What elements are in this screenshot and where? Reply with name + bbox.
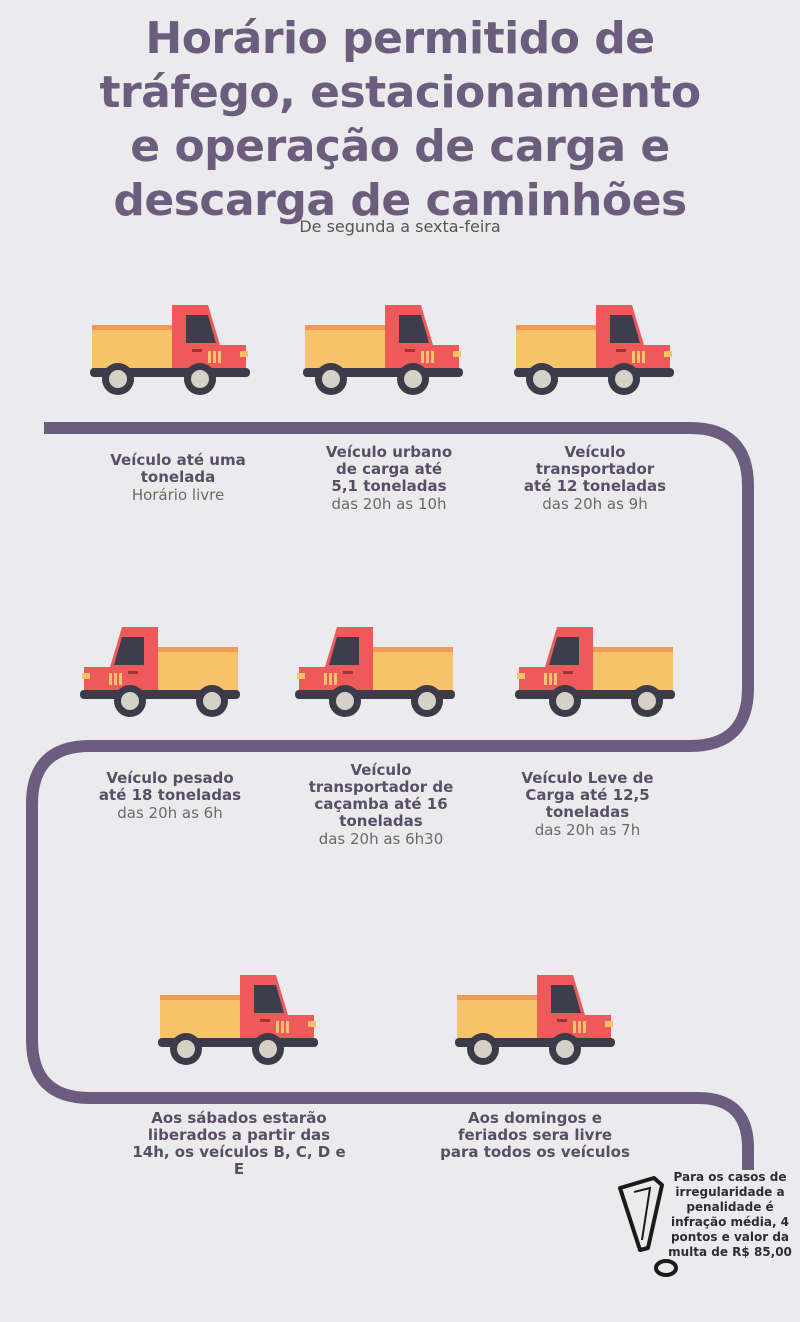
vehicle-time: das 20h as 9h: [542, 495, 648, 513]
page-subtitle: De segunda a sexta-feira: [299, 217, 501, 236]
truck-icon: [90, 305, 250, 397]
truck-icon: [514, 305, 674, 397]
vehicle-name: Veículo até uma tonelada: [110, 451, 246, 486]
truck-icon: [80, 627, 240, 719]
title-line: tráfego, estacionamento: [99, 67, 701, 118]
vehicle-info: Veículo transportador até 12 toneladas d…: [522, 444, 668, 514]
vehicle-time: Horário livre: [131, 486, 225, 504]
vehicle-info: Veículo até uma tonelada Horário livre: [98, 452, 258, 505]
sunday-text: Aos domingos e feriados sera livre para …: [440, 1109, 630, 1161]
vehicle-name: Veículo transportador de caçamba até 16 …: [308, 761, 454, 830]
vehicle-name: Veículo pesado até 18 toneladas: [98, 769, 242, 804]
vehicle-time: das 20h as 10h: [331, 495, 447, 513]
title-line: descarga de caminhões: [113, 175, 687, 226]
vehicle-info: Veículo Leve de Carga até 12,5 toneladas…: [505, 770, 670, 840]
vehicle-time: das 20h as 6h: [117, 804, 223, 822]
title-line: Horário permitido de: [145, 13, 655, 64]
vehicle-info: Veículo transportador de caçamba até 16 …: [292, 762, 470, 849]
truck-icon: [515, 627, 675, 719]
saturday-info: Aos sábados estarão liberados a partir d…: [128, 1110, 350, 1178]
vehicle-info: Veículo urbano de carga até 5,1 tonelada…: [322, 444, 456, 514]
truck-icon: [295, 627, 455, 719]
title-line: e operação de carga e: [130, 121, 670, 172]
exclamation-icon: [618, 1176, 678, 1277]
vehicle-name: Veículo Leve de Carga até 12,5 toneladas: [521, 769, 654, 821]
truck-icon: [303, 305, 463, 397]
saturday-text: Aos sábados estarão liberados a partir d…: [132, 1109, 346, 1178]
sunday-info: Aos domingos e feriados sera livre para …: [440, 1110, 630, 1161]
vehicle-time: das 20h as 6h30: [318, 830, 444, 848]
vehicle-info: Veículo pesado até 18 toneladas das 20h …: [95, 770, 245, 823]
vehicle-name: Veículo transportador até 12 toneladas: [523, 443, 667, 495]
vehicle-time: das 20h as 7h: [534, 821, 641, 839]
penalty-note: Para os casos de irregularidade a penali…: [668, 1170, 792, 1259]
vehicle-name: Veículo urbano de carga até 5,1 tonelada…: [325, 443, 453, 495]
truck-icon: [455, 975, 615, 1067]
page-title: Horário permitido de tráfego, estacionam…: [40, 12, 760, 228]
truck-icon: [158, 975, 318, 1067]
